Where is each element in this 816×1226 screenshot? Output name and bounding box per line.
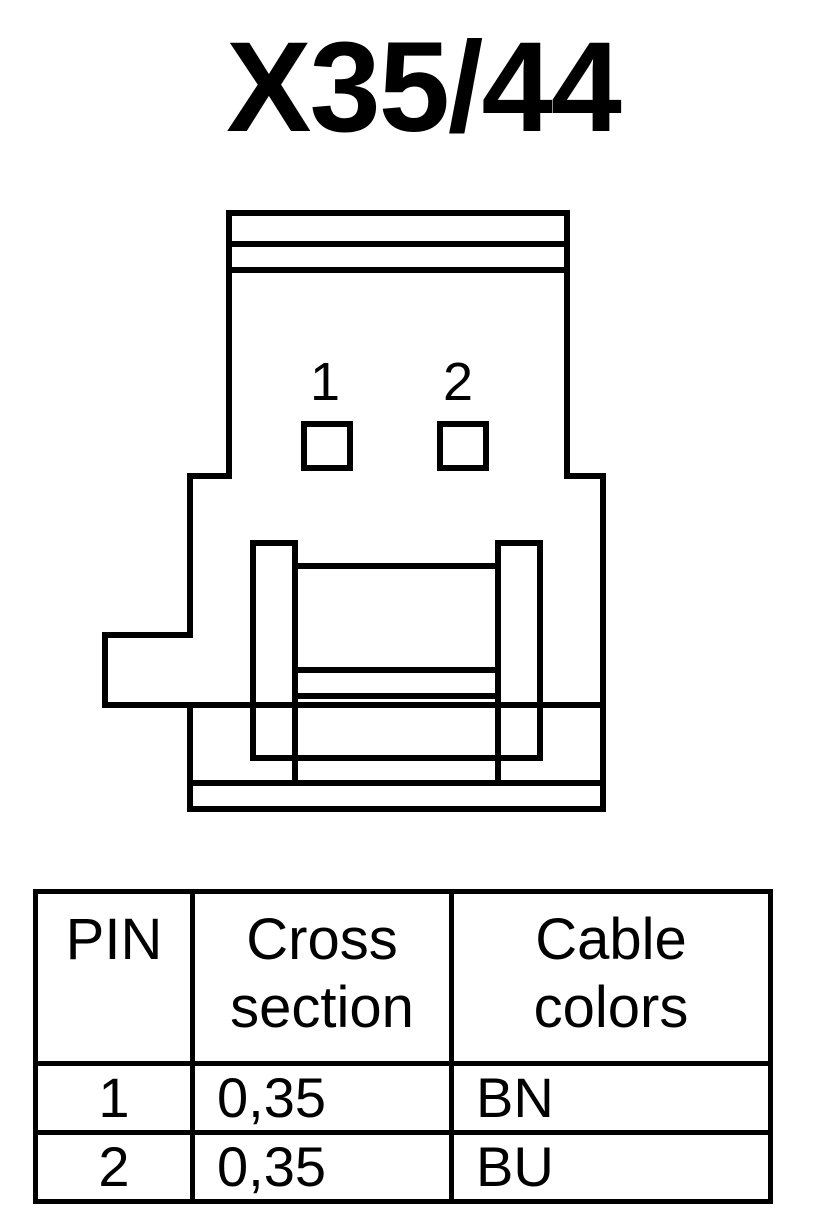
table-header-row: PIN Cross section Cable colors (33, 889, 773, 1066)
latch-post-left (250, 540, 298, 761)
header-pin: PIN (33, 889, 195, 1066)
header-cable-colors: Cable colors (449, 889, 773, 1066)
cell-cable-color: BN (449, 1061, 773, 1135)
latch-post-right (495, 540, 543, 761)
cell-pin: 1 (33, 1061, 195, 1135)
pin-socket-1 (301, 421, 353, 471)
pin-assignment-table: PIN Cross section Cable colors 1 0,35 BN… (33, 889, 773, 1204)
cell-pin: 2 (33, 1130, 195, 1204)
pin-label-2: 2 (443, 352, 473, 412)
cell-cable-color: BU (449, 1130, 773, 1204)
cell-cross-section: 0,35 (190, 1130, 454, 1204)
table-row: 2 0,35 BU (33, 1130, 773, 1204)
table-row: 1 0,35 BN (33, 1061, 773, 1135)
connector-housing-outline (102, 210, 606, 812)
header-cross-section: Cross section (190, 889, 454, 1066)
cell-cross-section: 0,35 (190, 1061, 454, 1135)
connector-title: X35/44 (226, 16, 622, 159)
pin-label-1: 1 (310, 352, 340, 412)
pin-socket-2 (437, 421, 489, 471)
